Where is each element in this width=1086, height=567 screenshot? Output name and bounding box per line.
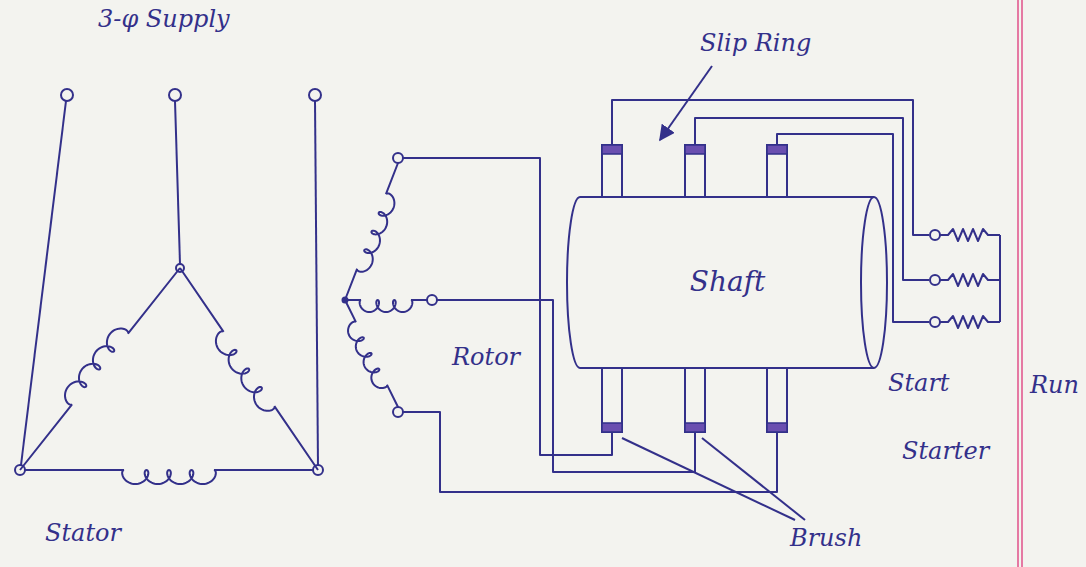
stator-junction [15, 465, 25, 475]
slip-ring [767, 145, 787, 197]
supply-wire [315, 101, 318, 466]
part-label: Slip Ring [700, 30, 811, 56]
leader-line [660, 66, 712, 140]
winding-coil [345, 300, 427, 312]
starter-star-line [999, 235, 1001, 322]
rotor-wire [437, 300, 695, 472]
winding-coil [345, 163, 398, 300]
rotor-star-point [343, 298, 348, 303]
resistor-symbol [940, 229, 1000, 241]
supply-terminal [61, 89, 73, 101]
brush [767, 368, 787, 432]
rotor-terminal [393, 153, 403, 163]
part-label: Brush [790, 525, 862, 551]
starter-terminal [930, 275, 940, 285]
brush-cap [767, 423, 787, 432]
brush-cap [602, 423, 622, 432]
brush [602, 368, 622, 432]
starter-terminal [930, 230, 940, 240]
brush [685, 368, 705, 432]
part-label: Start [888, 370, 950, 396]
supply-terminal [169, 89, 181, 101]
leader-line [622, 438, 795, 520]
winding-coil [180, 268, 318, 470]
resistor-symbol [940, 274, 1000, 286]
winding-coil [24, 470, 314, 484]
leader-line [702, 438, 805, 520]
shaft-end [861, 197, 887, 368]
supply-terminal [309, 89, 321, 101]
part-label: Run [1030, 372, 1079, 398]
rotor-wire [403, 158, 612, 455]
rotor-terminal [427, 295, 437, 305]
shaft-label: Shaft [690, 267, 766, 298]
brush-cap [685, 423, 705, 432]
supply-wire [175, 101, 180, 264]
shaft-body [567, 197, 874, 368]
part-label: Rotor [452, 344, 520, 370]
slip-ring-cap [685, 145, 705, 154]
shaft-cylinder: Shaft [565, 195, 890, 370]
winding-coil [345, 300, 398, 407]
winding-coil [20, 268, 180, 470]
part-label: Starter [902, 438, 989, 464]
supply-wire [21, 101, 66, 465]
stator-junction [176, 264, 184, 272]
starter-terminal [930, 317, 940, 327]
slip-ring-cap [767, 145, 787, 154]
slip-ring [602, 145, 622, 197]
slip-ring [685, 145, 705, 197]
part-label: 3-φ Supply [98, 6, 230, 32]
part-label: Stator [45, 520, 121, 546]
margin-line [1017, 0, 1019, 567]
stator-junction [313, 465, 323, 475]
margin-line [1021, 0, 1023, 567]
resistor-symbol [940, 316, 1000, 328]
slip-ring-cap [602, 145, 622, 154]
rotor-terminal [393, 407, 403, 417]
starter-wire [777, 134, 929, 322]
